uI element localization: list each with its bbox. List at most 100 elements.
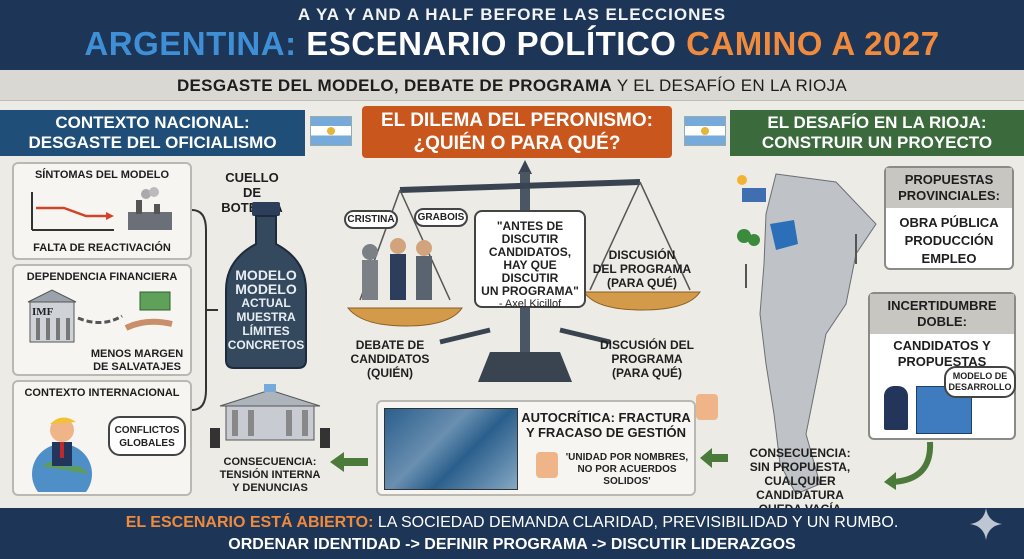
section-title-line: EL DESAFÍO EN LA RIOJA: [767, 113, 987, 132]
propuestas-head-line: PROVINCIALES: [898, 188, 1000, 203]
caption-line: CANDIDATOS [350, 352, 430, 366]
argentina-flag-icon [310, 116, 352, 146]
person-icon [884, 386, 908, 430]
autocritica-quote: 'UNIDAD POR NOMBRES, NO POR ACUERDOS SOL… [562, 452, 692, 488]
dependencia-caption-line: DE SALVATAJES [93, 361, 181, 373]
quote-line: CANDIDATOS, [488, 245, 572, 259]
autocritica-line: Y FRACASO DE GESTIÓN [525, 425, 687, 440]
section-title-line: ¿QUIÉN O PARA QUÉ? [413, 133, 621, 154]
caption-line: DISCUSIÓN DEL [599, 338, 694, 352]
consecuencia-line: Y DENUNCIAS [232, 482, 308, 494]
cuello-line: CUELLO [225, 170, 279, 185]
bracket-connector [192, 209, 218, 411]
caption-line: DEBATE DE [355, 338, 425, 352]
caption-line: PROGRAMA [611, 352, 683, 366]
autocritica-quote-line: SOLIDOS' [603, 476, 651, 487]
header-banner [0, 0, 1024, 70]
curved-arrow-icon [884, 441, 934, 490]
dependencia-caption-line: MENOS MARGEN [90, 348, 184, 360]
globe-figure-icon [32, 417, 92, 492]
conflictos-line: CONFLICTOS [114, 425, 180, 436]
bottle-text: MODELO MODELO ACTUAL MUESTRA LÍMITES CON… [220, 268, 312, 352]
modelo-line: DESARROLLO [948, 382, 1012, 392]
pan-right-text: DISCUSIÓN DEL PROGRAMA (PARA QUÉ) [588, 248, 696, 290]
fractured-image [384, 408, 518, 490]
propuestas-head-line: PROPUESTAS [904, 172, 994, 187]
propuesta-item: PRODUCCIÓN [904, 233, 994, 248]
footer-banner [0, 508, 1024, 559]
kicker-text: A YA Y AND A HALF BEFORE LAS ELECCIONES [297, 5, 727, 24]
incertidumbre-head-line: INCERTIDUMBRE [887, 298, 997, 313]
quote-line: HAY QUE DISCUTIR [501, 258, 559, 285]
subtitle: DESGASTE DEL MODELO, DEBATE DE PROGRAMA … [0, 76, 1024, 96]
declining-chart-icon [31, 187, 172, 231]
sintomas-title: SÍNTOMAS DEL MODELO [34, 169, 170, 181]
congress-building-icon [210, 384, 330, 448]
autocritica-quote-line: 'UNIDAD POR NOMBRES, [565, 452, 689, 463]
quote-author: - Axel Kicillof [498, 298, 562, 310]
imf-label: IMF [32, 306, 54, 318]
quote-line: "ANTES DE [496, 219, 564, 233]
bottle-line: CONCRETOS [227, 338, 305, 352]
caption-line: (PARA QUÉ) [612, 366, 682, 380]
internacional-title: CONTEXTO INTERNACIONAL [24, 387, 180, 399]
bottle-line: LÍMITES [242, 324, 290, 338]
dependencia-caption: MENOS MARGEN DE SALVATAJES [84, 348, 190, 374]
modelo-line: MODELO DE [952, 371, 1008, 381]
conflictos-line: GLOBALES [119, 438, 175, 449]
section-title-line: CONSTRUIR UN PROYECTO [761, 133, 993, 152]
consecuencia-line: CONSECUENCIA: [223, 456, 317, 468]
section-desafio-rioja: EL DESAFÍO EN LA RIOJA: CONSTRUIR UN PRO… [730, 110, 1024, 156]
sparkle-icon [970, 508, 1002, 540]
title-year: CAMINO A 2027 [686, 25, 940, 62]
caption-line: (QUIÉN) [367, 366, 413, 380]
section-dilema-peronismo: EL DILEMA DEL PERONISMO: ¿QUIÉN O PARA Q… [362, 106, 672, 158]
bottle-line: MODELO [235, 281, 297, 297]
propuesta-item: EMPLEO [921, 251, 977, 266]
cristina-bubble: CRISTINA [344, 210, 398, 229]
thumbs-up-icon [536, 452, 558, 478]
sintomas-card: SÍNTOMAS DEL MODELO FALTA DE REACTIVACIÓ… [12, 162, 192, 260]
autocritica-quote-line: NO POR ACUERDOS [577, 464, 677, 475]
consecuencia-rioja: CONSECUENCIA: SIN PROPUESTA, CUALQUIER C… [720, 446, 880, 516]
modelo-bubble: MODELO DE DESARROLLO [944, 366, 1016, 398]
section-title-line: DESGASTE DEL OFICIALISMO [28, 133, 277, 152]
quote-line: UN PROGRAMA" [481, 284, 579, 298]
propuestas-card: PROPUESTAS PROVINCIALES: OBRA PÚBLICA PR… [884, 166, 1014, 270]
propuestas-head: PROPUESTAS PROVINCIALES: [886, 168, 1012, 208]
footer-line-1: EL ESCENARIO ESTÁ ABIERTO: LA SOCIEDAD D… [0, 514, 1024, 532]
incertidumbre-line: CANDIDATOS Y [893, 338, 991, 353]
autocritica-title: AUTOCRÍTICA: FRACTURA Y FRACASO DE GESTI… [518, 410, 694, 440]
section-title-line: CONTEXTO NACIONAL: [55, 113, 250, 132]
consecuencia-rioja-line: SIN PROPUESTA, [749, 460, 851, 474]
incertidumbre-body: CANDIDATOS Y PROPUESTAS [870, 334, 1014, 370]
propuesta-item: OBRA PÚBLICA [899, 215, 999, 230]
arrow-left-icon [330, 452, 368, 472]
bottle-line: ACTUAL [241, 296, 291, 310]
section-title-line: EL DILEMA DEL PERONISMO: [380, 110, 653, 131]
footer-highlight: EL ESCENARIO ESTÁ ABIERTO: [125, 514, 374, 531]
left-pan-caption: DEBATE DE CANDIDATOS (QUIÉN) [340, 338, 440, 380]
right-pan-caption: DISCUSIÓN DEL PROGRAMA (PARA QUÉ) [594, 338, 700, 380]
consecuencia-line: TENSIÓN INTERNA [219, 469, 321, 481]
bottle-icon [225, 202, 307, 369]
kicillof-quote-bubble: "ANTES DE DISCUTIR CANDIDATOS, HAY QUE D… [474, 210, 586, 310]
title-argentina: ARGENTINA: [84, 25, 297, 62]
conflictos-bubble: CONFLICTOS GLOBALES [108, 416, 186, 456]
thumbs-down-icon [696, 394, 718, 420]
dependencia-title: DEPENDENCIA FINANCIERA [26, 271, 178, 283]
footer-statement: LA SOCIEDAD DEMANDA CLARIDAD, PREVISIBIL… [373, 514, 899, 531]
bottle-line: MODELO [235, 267, 297, 283]
subtitle-bar [0, 70, 1024, 101]
consecuencia-rioja-line: CONSECUENCIA: [749, 446, 851, 460]
section-contexto-nacional: CONTEXTO NACIONAL: DESGASTE DEL OFICIALI… [0, 110, 305, 156]
sintomas-caption: FALTA DE REACTIVACIÓN [33, 242, 171, 254]
incertidumbre-line: PROPUESTAS [897, 354, 987, 369]
internacional-card: CONTEXTO INTERNACIONAL CONFLICTOS GLOBAL… [12, 380, 192, 496]
pan-line: DEL PROGRAMA [592, 262, 692, 276]
autocritica-line: AUTOCRÍTICA: FRACTURA [521, 410, 691, 425]
arrow-left-icon [700, 448, 728, 468]
title-middle: ESCENARIO POLÍTICO [296, 25, 687, 62]
argentina-flag-icon [684, 116, 726, 146]
grabois-bubble: GRABOIS [414, 208, 468, 227]
